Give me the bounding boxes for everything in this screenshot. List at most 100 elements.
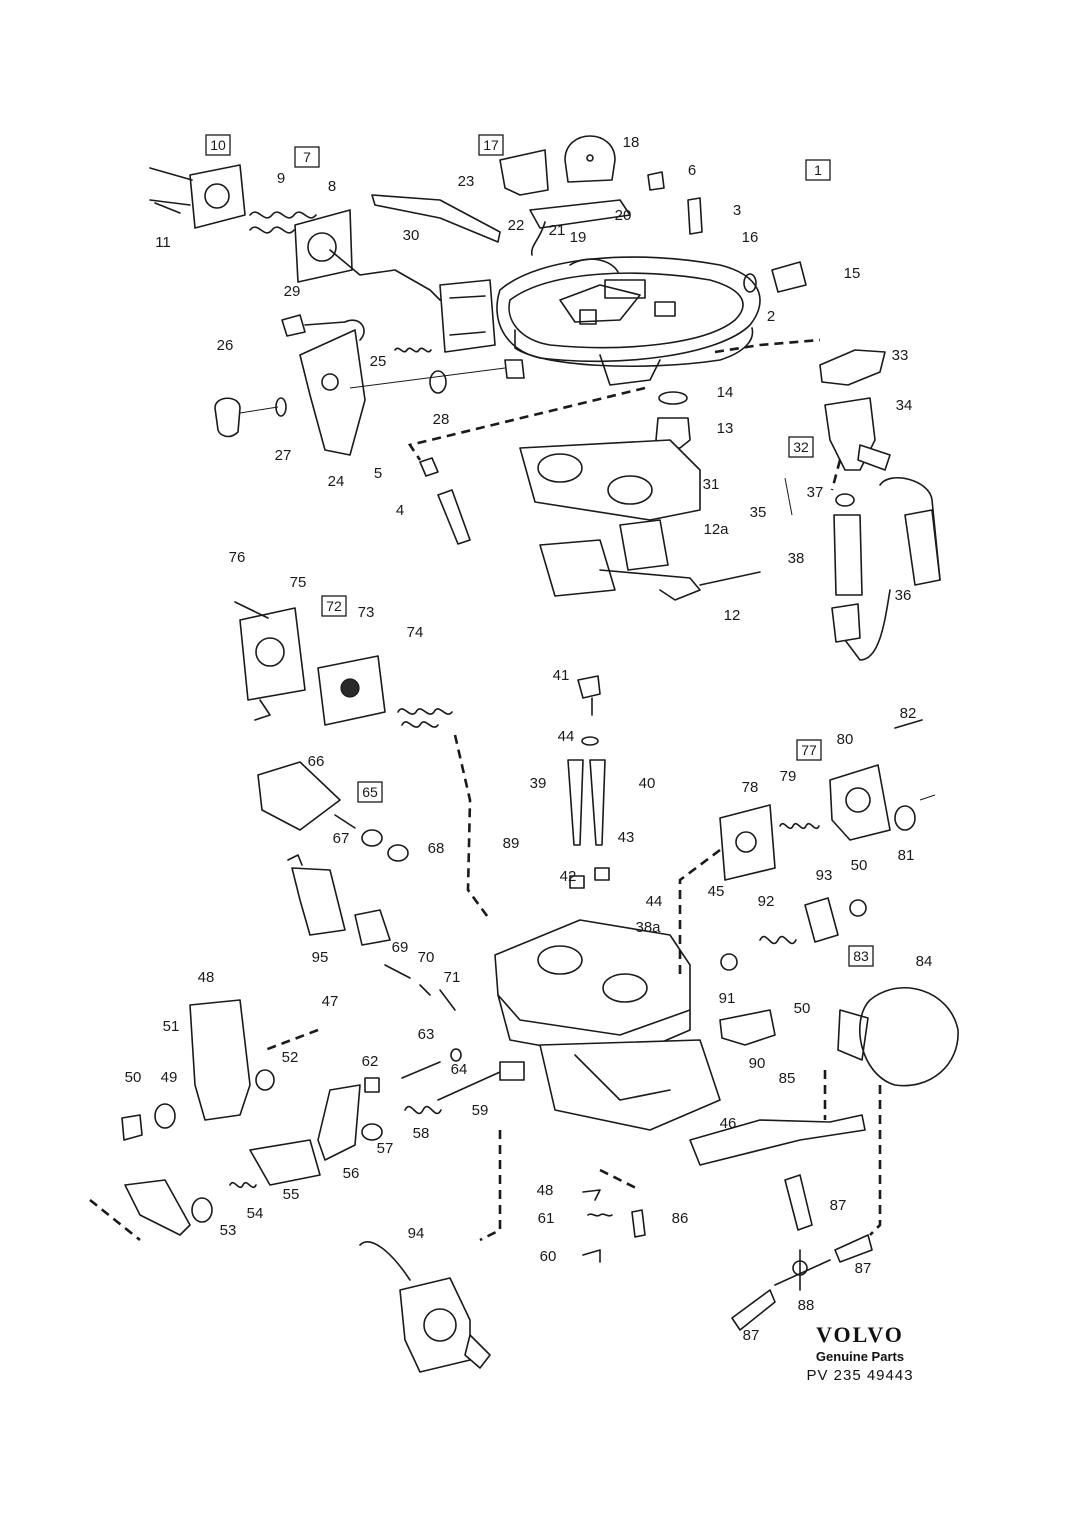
- part-label: 35: [750, 504, 767, 521]
- part-label: 70: [418, 949, 435, 966]
- part-label: 90: [749, 1055, 766, 1072]
- choke-assembly-drawing: [234, 601, 936, 881]
- part-label: 87: [743, 1327, 760, 1344]
- part-label: 68: [428, 840, 445, 857]
- boxed-label: 77: [801, 742, 817, 758]
- brand-logo: VOLVO: [816, 1322, 904, 1347]
- boxed-label-frame: [796, 739, 822, 761]
- part-label: 27: [275, 447, 292, 464]
- part-label: 57: [377, 1140, 394, 1157]
- part-label: 43: [618, 829, 635, 846]
- part-label: 26: [217, 337, 234, 354]
- part-label: 44: [558, 728, 575, 745]
- boxed-label: 32: [793, 439, 809, 455]
- part-label: 55: [283, 1186, 300, 1203]
- part-label: 28: [433, 411, 450, 428]
- part-label: 92: [758, 893, 775, 910]
- part-label: 69: [392, 939, 409, 956]
- brand-subtitle: Genuine Parts: [815, 1349, 905, 1364]
- part-label: 25: [370, 353, 387, 370]
- part-label: 22: [508, 217, 525, 234]
- part-label: 24: [328, 473, 345, 490]
- part-label: 48: [537, 1182, 554, 1199]
- part-label: 66: [308, 753, 325, 770]
- part-label: 8: [328, 178, 336, 195]
- part-label: 71: [444, 969, 461, 986]
- part-label: 2: [767, 308, 775, 325]
- part-label: 3: [733, 202, 741, 219]
- part-label: 85: [779, 1070, 796, 1087]
- part-label: 93: [816, 867, 833, 884]
- part-label: 38a: [635, 919, 661, 936]
- part-label: 15: [844, 265, 861, 282]
- dashed-linkage-lines: [89, 338, 882, 1242]
- part-label: 84: [916, 953, 933, 970]
- boxed-label-frame: [357, 781, 383, 803]
- part-label: 36: [895, 587, 912, 604]
- boxed-label-frame: [478, 134, 504, 156]
- part-label: 39: [530, 775, 547, 792]
- cover-assembly-drawing: [149, 135, 941, 661]
- part-label: 94: [408, 1225, 425, 1242]
- part-label: 40: [639, 775, 656, 792]
- part-label: 44: [646, 893, 663, 910]
- part-label: 49: [161, 1069, 178, 1086]
- part-label: 34: [896, 397, 913, 414]
- part-label: 75: [290, 574, 307, 591]
- body-assembly-drawing: [121, 675, 959, 1373]
- brand-block: VOLVO Genuine Parts PV 235 49443: [780, 1322, 940, 1386]
- part-label: 50: [125, 1069, 142, 1086]
- boxed-label: 1: [814, 162, 822, 178]
- part-label: 37: [807, 484, 824, 501]
- boxed-label: 17: [483, 137, 499, 153]
- part-label: 62: [362, 1053, 379, 1070]
- part-label: 79: [780, 768, 797, 785]
- part-label: 30: [403, 227, 420, 244]
- part-label: 74: [407, 624, 424, 641]
- part-label: 67: [333, 830, 350, 847]
- part-label: 78: [742, 779, 759, 796]
- part-label: 61: [538, 1210, 555, 1227]
- part-label: 5: [374, 465, 382, 482]
- boxed-label-frame: [788, 436, 814, 458]
- part-label: 4: [396, 502, 404, 519]
- part-label: 31: [703, 476, 720, 493]
- part-label: 11: [155, 234, 171, 251]
- part-label: 18: [623, 134, 640, 151]
- boxed-label-frame: [321, 595, 347, 617]
- part-label: 38: [788, 550, 805, 567]
- part-label: 47: [322, 993, 339, 1010]
- boxed-label: 65: [362, 784, 378, 800]
- boxed-label: 10: [210, 137, 226, 153]
- part-label: 86: [672, 1210, 689, 1227]
- part-label: 58: [413, 1125, 430, 1142]
- boxed-label-frame: [294, 146, 320, 168]
- part-label: 50: [851, 857, 868, 874]
- part-label: 29: [284, 283, 301, 300]
- part-label: 50: [794, 1000, 811, 1017]
- part-label: 80: [837, 731, 854, 748]
- part-label: 12a: [703, 521, 729, 538]
- part-label: 81: [898, 847, 915, 864]
- part-label: 20: [615, 207, 632, 224]
- part-label: 59: [472, 1102, 489, 1119]
- part-label: 91: [719, 990, 736, 1007]
- part-label: 9: [277, 170, 285, 187]
- part-label: 56: [343, 1165, 360, 1182]
- part-label: 87: [855, 1260, 872, 1277]
- part-label: 76: [229, 549, 246, 566]
- part-label: 33: [892, 347, 909, 364]
- part-label: 46: [720, 1115, 737, 1132]
- part-label: 89: [503, 835, 520, 852]
- part-label: 82: [900, 705, 917, 722]
- boxed-label-frame: [205, 134, 231, 156]
- part-label: 42: [560, 868, 577, 885]
- boxed-label: 83: [853, 948, 869, 964]
- part-label: 14: [717, 384, 734, 401]
- part-label: 16: [742, 229, 759, 246]
- part-label: 54: [247, 1205, 264, 1222]
- boxed-label: 72: [326, 598, 342, 614]
